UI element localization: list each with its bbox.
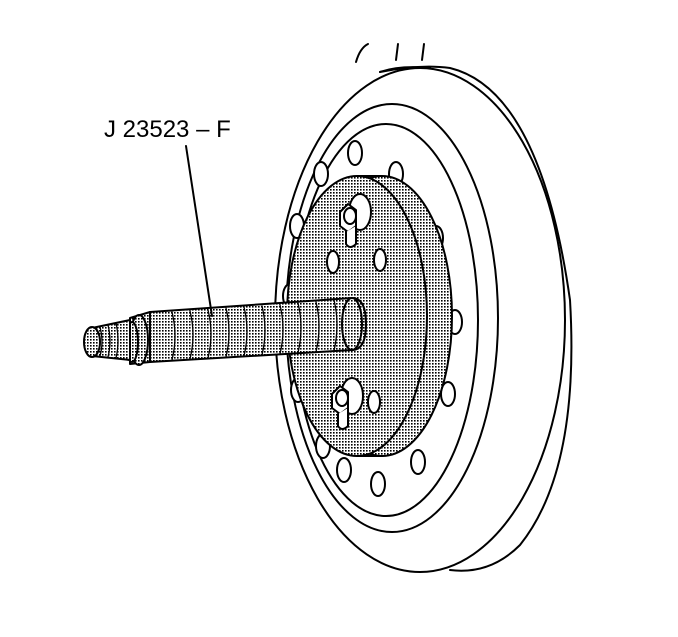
forcing-screw — [83, 297, 367, 366]
puller-bolt-upper — [339, 193, 372, 248]
tool-label-j23523f: J 23523 – F — [104, 116, 231, 143]
crankshaft-lines — [355, 43, 425, 63]
puller-plate-holes — [326, 248, 387, 414]
bolt-hole-ring — [282, 140, 463, 497]
puller-bolt-lower — [331, 377, 364, 430]
tool-leader-line — [185, 145, 213, 317]
